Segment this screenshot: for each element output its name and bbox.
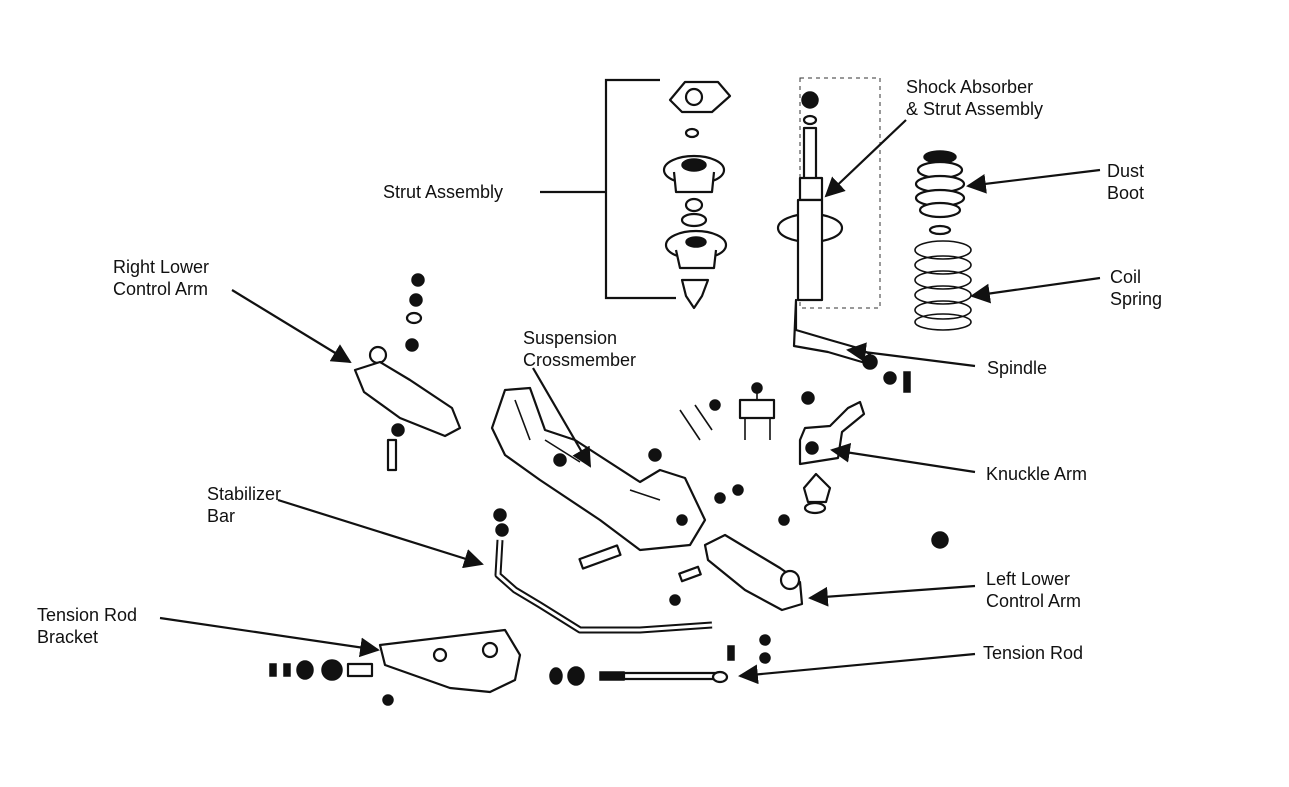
label-tension-rod: Tension Rod bbox=[983, 643, 1084, 663]
label-stabilizer-bar: Stabilizer Bar bbox=[207, 484, 282, 526]
tension-rod-bracket-part bbox=[269, 628, 522, 706]
knuckle-arm-part bbox=[798, 400, 866, 515]
strut-assembly-parts bbox=[662, 80, 732, 310]
shock-absorber-part bbox=[776, 77, 881, 364]
right-lower-control-arm-part bbox=[353, 273, 462, 472]
dust-boot-part bbox=[914, 150, 966, 236]
left-lower-control-arm-part bbox=[703, 531, 949, 612]
tension-rod-part bbox=[549, 634, 771, 686]
label-right-lower-control-arm: Right Lower Control Arm bbox=[113, 257, 210, 299]
label-dust-boot: Dust Boot bbox=[1107, 161, 1145, 203]
label-left-lower-control-arm: Left Lower Control Arm bbox=[986, 569, 1082, 611]
strut-assembly-bracket bbox=[540, 78, 676, 300]
coil-spring-part bbox=[914, 240, 972, 331]
label-tension-rod-bracket: Tension Rod Bracket bbox=[37, 605, 138, 647]
stabilizer-bar-part bbox=[493, 508, 713, 634]
label-strut-assembly: Strut Assembly bbox=[383, 182, 504, 202]
label-coil-spring: Coil Spring bbox=[1110, 267, 1163, 309]
label-suspension-crossmember: Suspension Crossmember bbox=[523, 328, 637, 370]
label-shock-absorber: Shock Absorber & Strut Assembly bbox=[906, 77, 1044, 119]
suspension-crossmember-part bbox=[490, 386, 707, 570]
spindle-hardware bbox=[801, 354, 911, 405]
label-spindle: Spindle bbox=[987, 358, 1048, 378]
leader-arrows bbox=[159, 119, 1101, 685]
mounting-hardware bbox=[648, 382, 790, 606]
label-knuckle-arm: Knuckle Arm bbox=[986, 464, 1088, 484]
